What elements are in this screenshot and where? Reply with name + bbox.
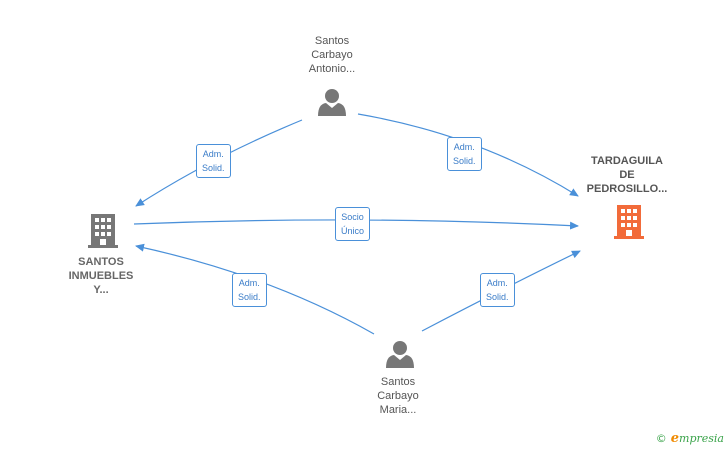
brand-logo-initial: e [670, 431, 680, 446]
edge-label-inmuebles-tardaguila: Socio Único [335, 207, 371, 241]
person-label-antonio[interactable]: Santos Carbayo Antonio... [308, 35, 356, 75]
building-icon[interactable] [614, 205, 644, 239]
brand-footer[interactable]: ©empresia [656, 431, 724, 446]
person-label-maria[interactable]: Santos Carbayo Maria... [377, 376, 419, 416]
person-icon[interactable] [386, 341, 414, 368]
edge-label-antonio-inmuebles: Adm. Solid. [196, 144, 231, 178]
building-icon[interactable] [88, 214, 118, 248]
edge-label-antonio-tardaguila: Adm. Solid. [447, 137, 482, 171]
brand-logo-text: mpresia [679, 432, 724, 445]
person-icon[interactable] [318, 89, 346, 116]
edge-label-maria-inmuebles: Adm. Solid. [232, 273, 267, 307]
edge-label-maria-tardaguila: Adm. Solid. [480, 273, 515, 307]
company-label-tardaguila[interactable]: TARDAGUILA DE PEDROSILLO... [586, 155, 668, 195]
copyright-symbol: © [655, 432, 667, 445]
company-label-inmuebles[interactable]: SANTOS INMUEBLES Y... [68, 256, 134, 296]
